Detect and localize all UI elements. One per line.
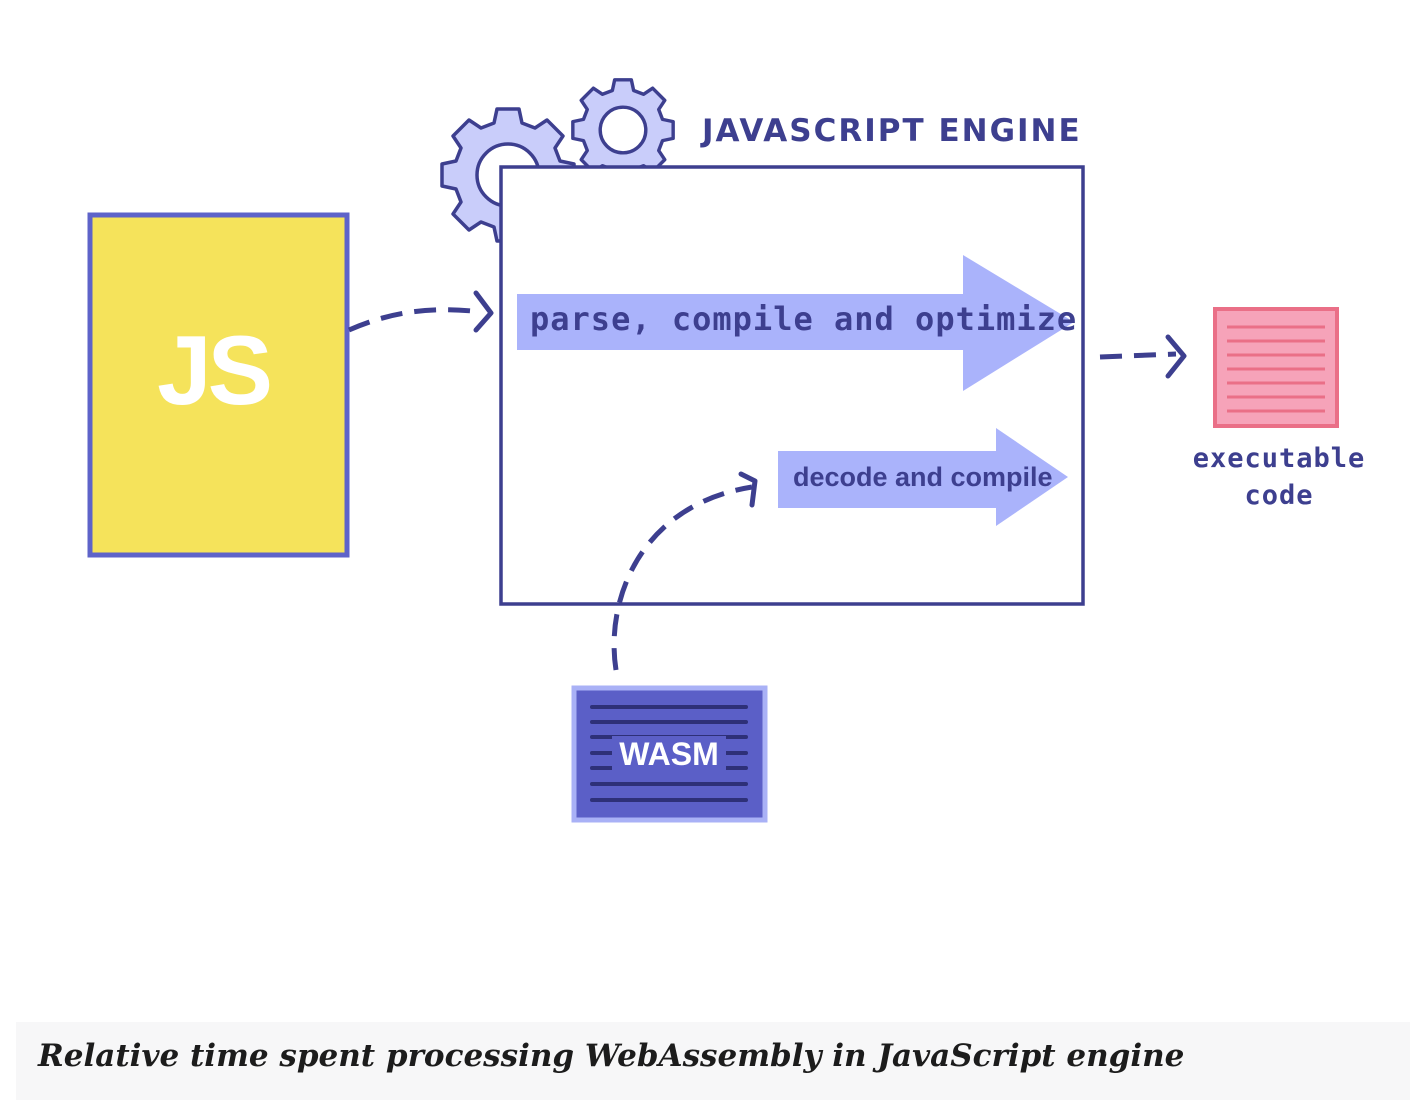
js-to-engine-arrowhead — [473, 290, 494, 333]
engine-to-output-dashed-arrow — [1099, 351, 1177, 360]
decode-compile-label: decode and compile — [793, 462, 1053, 492]
small-gear-icon — [571, 78, 675, 182]
js-file-label: JS — [157, 315, 270, 425]
parse-compile-label: parse, compile and optimize — [530, 300, 1077, 338]
webassembly-engine-diagram: JAVASCRIPT ENGINE parse, compile and opt… — [87, 78, 1366, 823]
wasm-file-label: WASM — [619, 736, 719, 772]
parse-compile-arrow — [517, 255, 1074, 391]
decode-compile-arrow — [778, 428, 1068, 526]
engine-title: JAVASCRIPT ENGINE — [700, 113, 1082, 149]
javascript-engine-box — [499, 165, 1085, 606]
figure-caption-bar: Relative time spent processing WebAssemb… — [16, 1022, 1410, 1100]
executable-label-line1: executable — [1193, 443, 1366, 474]
engine-to-output-arrowhead — [1165, 334, 1187, 379]
executable-label-line2: code — [1244, 480, 1313, 511]
wasm-to-engine-arrowhead — [738, 471, 758, 508]
wasm-to-engine-dashed-arrow — [611, 484, 753, 671]
js-to-engine-dashed-arrow — [347, 307, 483, 333]
executable-code-icon — [1213, 307, 1339, 428]
wasm-file-icon: WASM — [571, 685, 768, 823]
figure-caption: Relative time spent processing WebAssemb… — [38, 1038, 1185, 1074]
js-file-icon: JS — [87, 212, 350, 558]
